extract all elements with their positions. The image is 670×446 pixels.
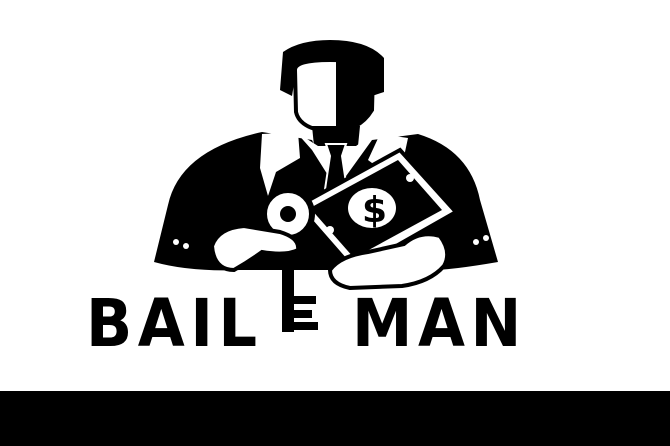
logo-word-bail: BAIL (86, 285, 263, 362)
cash-bill-icon: $ (294, 147, 460, 273)
key-tooth-3 (294, 322, 318, 330)
key-tooth-2 (294, 310, 312, 318)
neck (312, 126, 360, 146)
cuff-button-left-2 (183, 243, 189, 249)
key-shaft (282, 236, 294, 332)
key-tooth-1 (294, 296, 316, 304)
cash-bill-dot-1 (326, 226, 334, 234)
hand-right (327, 232, 450, 291)
key-bow-hole (280, 206, 296, 222)
cash-bill-dollar-sign: $ (362, 190, 387, 231)
cuff-button-right-1 (473, 239, 479, 245)
bottom-black-bar (0, 391, 670, 446)
hand-left (209, 223, 301, 273)
cuff-button-left-1 (173, 239, 179, 245)
logo-word-man: MAN (352, 285, 527, 362)
hair-shape (280, 40, 384, 96)
face-shadow (336, 60, 373, 132)
cash-bill-dot-2 (406, 174, 414, 182)
key-icon (261, 187, 318, 332)
lapel-left (260, 132, 300, 196)
cash-bill-medallion (348, 188, 396, 228)
cuff-button-right-2 (483, 235, 489, 241)
